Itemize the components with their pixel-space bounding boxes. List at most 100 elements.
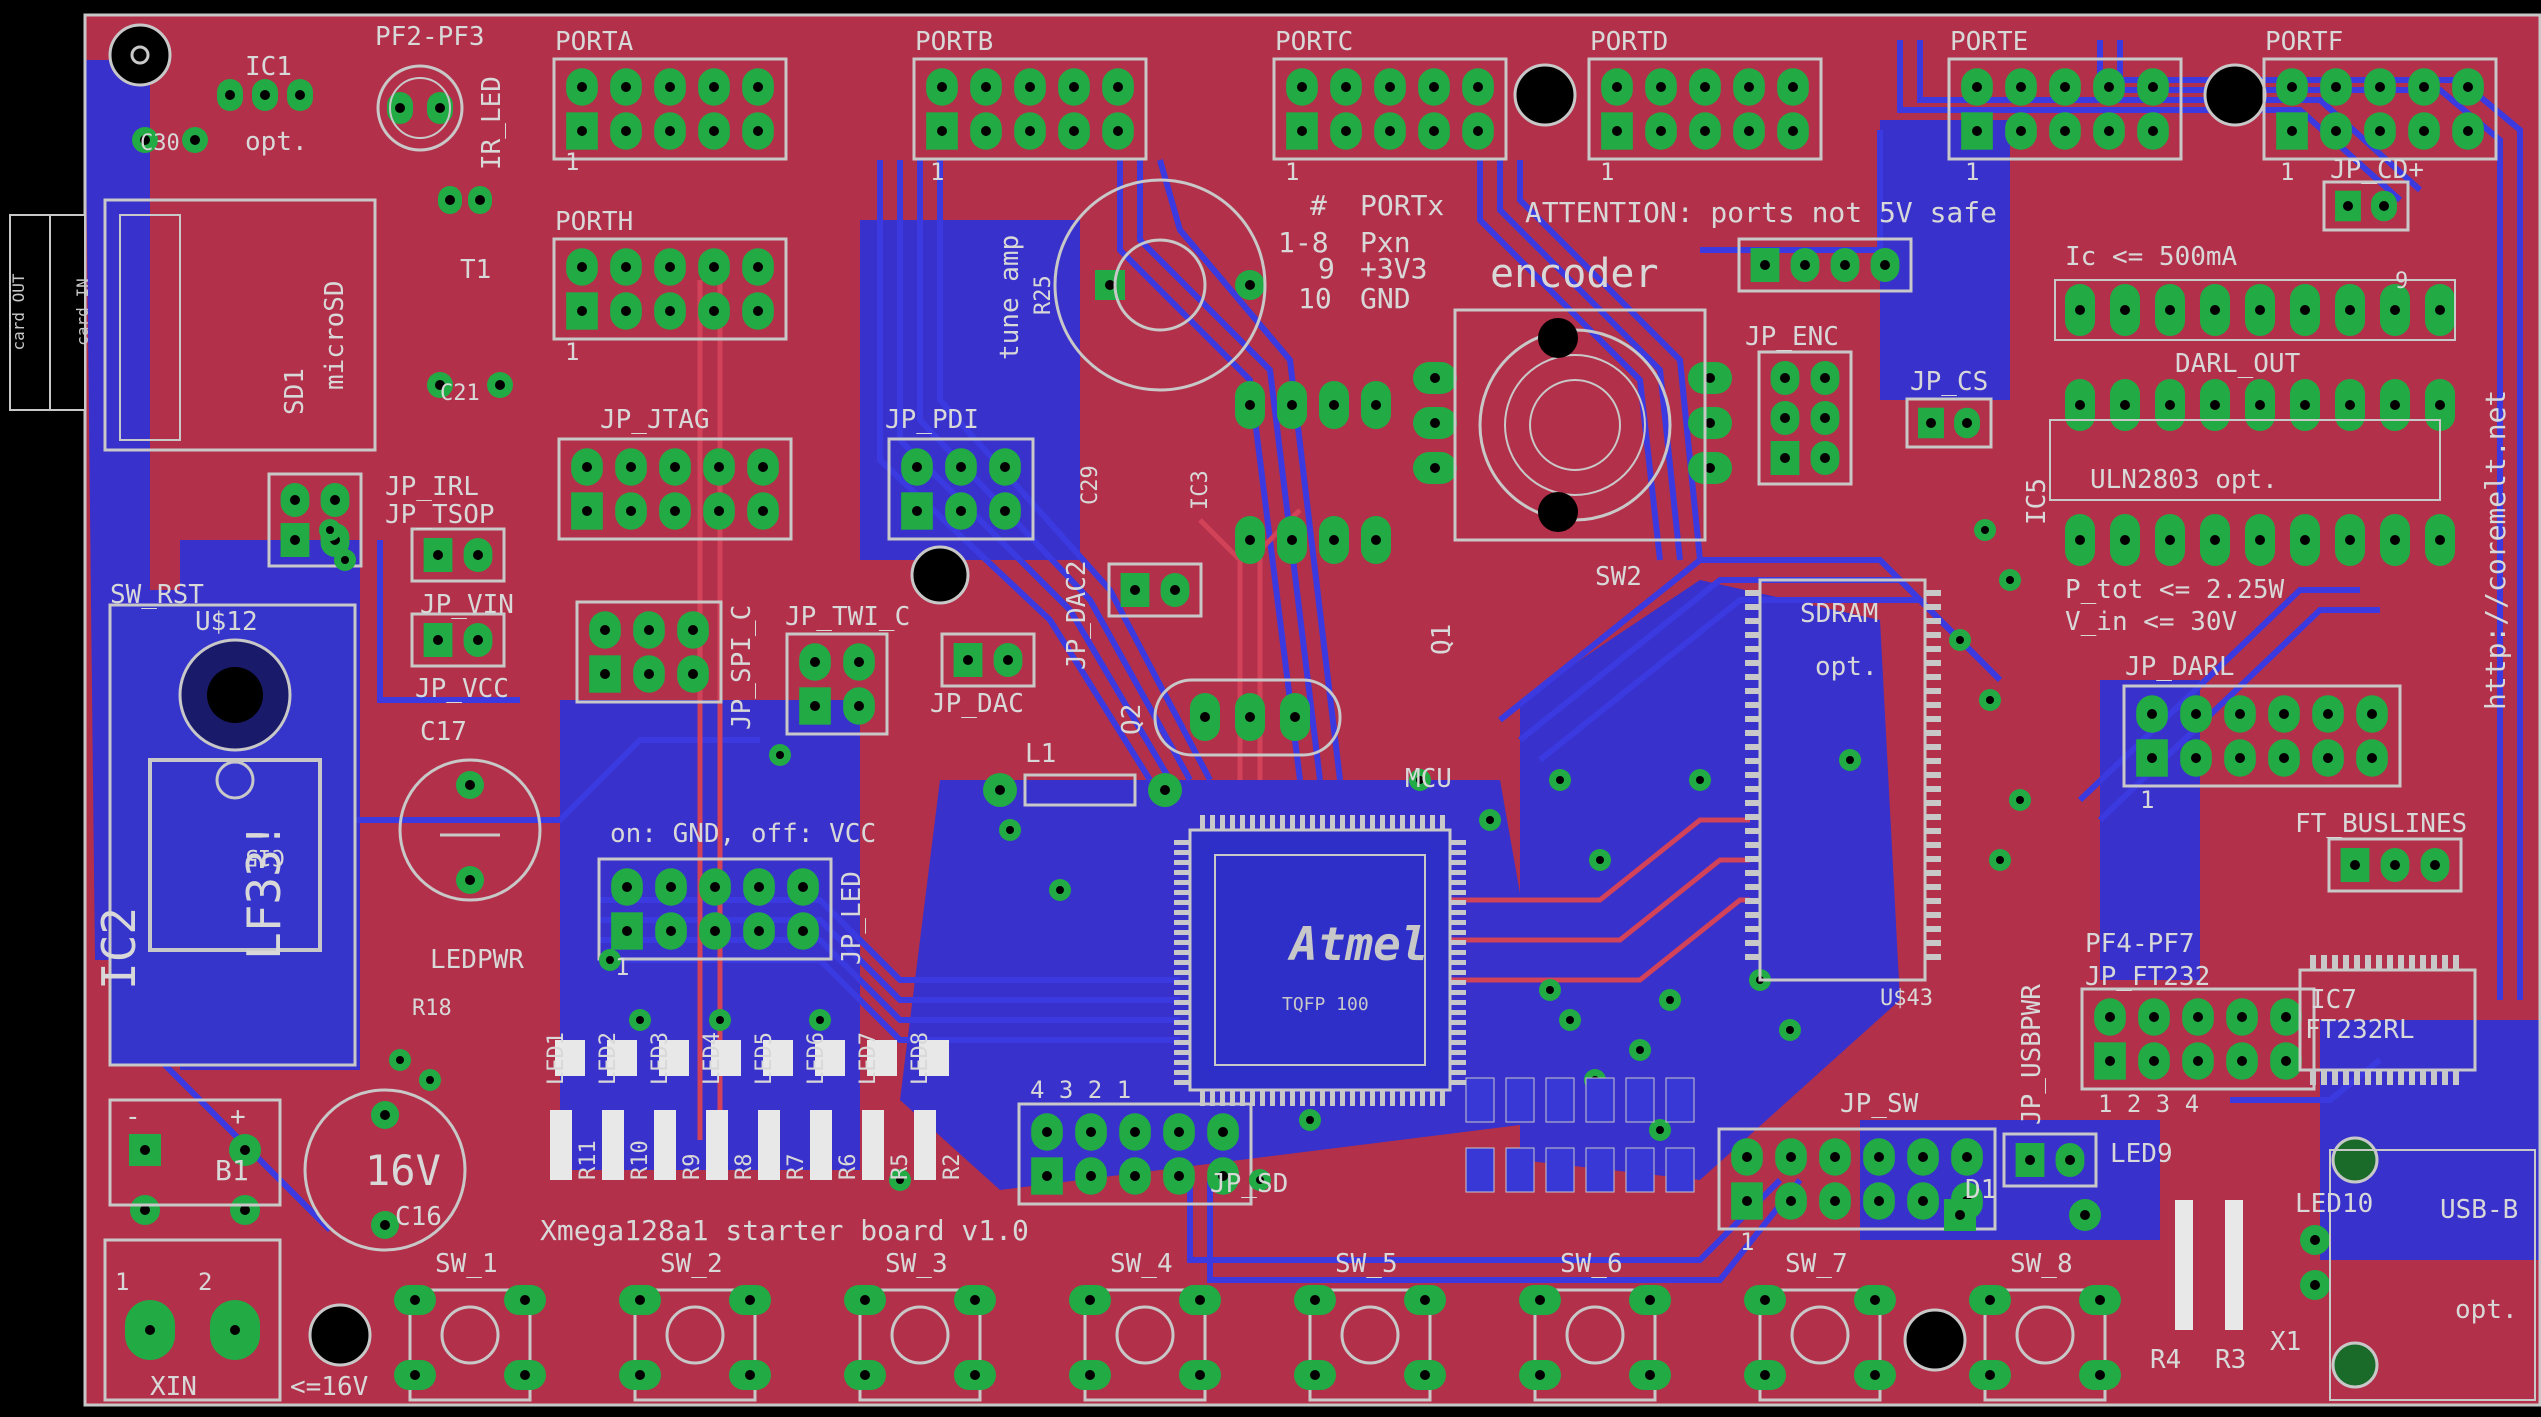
drill-hole: [1069, 82, 1079, 92]
ir-led: [376, 64, 464, 152]
via-hole: [1486, 816, 1494, 824]
switch-body: [1083, 1288, 1207, 1402]
drill-hole: [145, 1325, 155, 1335]
port-label: PORTD: [1590, 27, 1668, 57]
smd-capacitor: [1505, 1147, 1535, 1193]
pads-and-vias: [125, 79, 2456, 1360]
sdram-pin: [1925, 926, 1941, 932]
drill-hole: [582, 462, 592, 472]
drill-hole: [2367, 753, 2377, 763]
drill-hole: [798, 882, 808, 892]
drill-hole: [1918, 1196, 1928, 1206]
led-label: LED8: [908, 1032, 933, 1085]
drill-hole: [810, 701, 820, 711]
drill-hole: [1760, 260, 1770, 270]
drill-hole: [670, 506, 680, 516]
drill-hole: [709, 306, 719, 316]
label-ic7: IC7: [2310, 985, 2357, 1015]
label-c17: C17: [420, 717, 467, 747]
label-jp-jtag: JP_JTAG: [600, 405, 710, 435]
mcu-pin: [1200, 1090, 1205, 1106]
mcu-pin: [1450, 890, 1466, 895]
header-outline: [1017, 1102, 1253, 1206]
port-label: PORTA: [555, 27, 634, 57]
drill-hole: [2235, 753, 2245, 763]
drill-hole: [1195, 1370, 1205, 1380]
drill-hole: [2065, 1155, 2075, 1165]
ft232-pin: [2310, 955, 2316, 970]
drill-hole: [2350, 860, 2360, 870]
drill-hole: [1972, 126, 1982, 136]
pin1-marker: 1: [565, 338, 579, 366]
switch-body: [408, 1288, 532, 1402]
drill-hole: [1760, 1370, 1770, 1380]
drill-hole: [2390, 400, 2400, 410]
drill-hole: [577, 126, 587, 136]
header-outline: [785, 632, 889, 736]
resistor-body: [914, 1110, 936, 1180]
header-outline: [1717, 1127, 1997, 1231]
sdram-pin: [1745, 884, 1761, 890]
mcu-pin: [1174, 870, 1190, 875]
drill-hole: [963, 655, 973, 665]
drill-hole: [2210, 400, 2220, 410]
resistor-body: [550, 1110, 572, 1180]
via-hole: [716, 1016, 724, 1024]
drill-hole: [2463, 82, 2473, 92]
label-usb-b: USB-B: [2440, 1195, 2518, 1225]
mcu-pin: [1450, 990, 1466, 995]
drill-hole: [1371, 535, 1381, 545]
drill-hole: [665, 306, 675, 316]
xin-pin-1: 1: [115, 1268, 129, 1296]
sdram-pin: [1925, 940, 1941, 946]
sdram-pin: [1745, 618, 1761, 624]
label-p-tot: P_tot <= 2.25W: [2065, 575, 2284, 605]
mcu-pin: [1450, 930, 1466, 935]
switch-label: SW_3: [885, 1249, 948, 1279]
drill-hole: [1085, 1295, 1095, 1305]
drill-hole: [1341, 126, 1351, 136]
crystal-q2: [1153, 678, 1342, 757]
drill-hole: [1800, 260, 1810, 270]
label-ic-limit: Ic <= 500mA: [2065, 242, 2238, 272]
label-led10: LED10: [2295, 1189, 2373, 1219]
mcu-pin: [1174, 1020, 1190, 1025]
mcu-pin: [1450, 950, 1466, 955]
drill-hole: [2237, 1056, 2247, 1066]
drill-hole: [754, 882, 764, 892]
drill-hole: [475, 195, 485, 205]
drill-hole: [410, 1370, 420, 1380]
sdram-pin: [1925, 884, 1941, 890]
mcu-pin: [1400, 1090, 1405, 1106]
uln2803-chip: [2049, 419, 2441, 501]
drill-hole: [2120, 400, 2130, 410]
drill-hole: [710, 882, 720, 892]
via-hole: [816, 1016, 824, 1024]
header-outline: [1737, 237, 1913, 293]
drill-hole: [2193, 1056, 2203, 1066]
port-label: PORTB: [915, 27, 993, 57]
drill-hole: [2281, 1056, 2291, 1066]
encoder-sw2: [1453, 308, 1707, 542]
drill-hole: [860, 1295, 870, 1305]
mcu-pin: [1450, 1040, 1466, 1045]
header-outline: [940, 632, 1036, 688]
regulator-ic2: [108, 603, 357, 1067]
mcu-pin: [1174, 970, 1190, 975]
mcu-pin: [1174, 990, 1190, 995]
label-q1: Q1: [1427, 624, 1457, 655]
mcu-pin: [1320, 815, 1325, 831]
ft232-pin: [2398, 1070, 2404, 1085]
mcu-pin: [1200, 815, 1205, 831]
drill-hole: [495, 380, 505, 390]
drill-hole: [1612, 82, 1622, 92]
label-jp-sw: JP_SW: [1840, 1089, 1919, 1119]
label-r25: R25: [1031, 275, 1056, 315]
switch-label: SW_2: [660, 1249, 723, 1279]
drill-hole: [240, 1145, 250, 1155]
sdram-pin: [1925, 912, 1941, 918]
resistor-body: [758, 1110, 780, 1180]
drill-hole: [1700, 126, 1710, 136]
drill-hole: [753, 126, 763, 136]
mcu-pin: [1174, 900, 1190, 905]
